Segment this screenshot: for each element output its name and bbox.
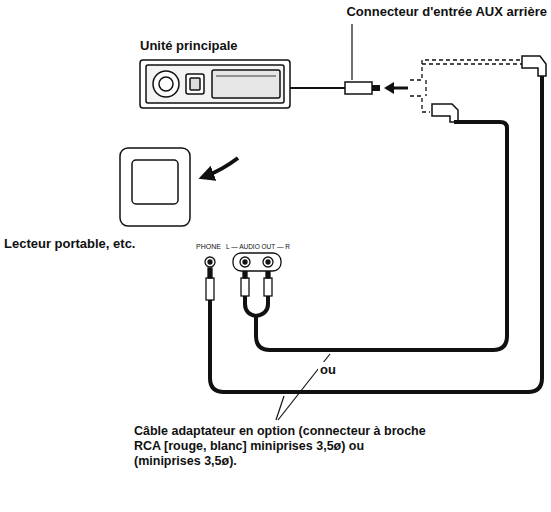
- dashed-plug-outline: [410, 60, 522, 112]
- player-jacks: [205, 253, 281, 271]
- cable-plugs: [206, 268, 272, 300]
- caption-note: Câble adaptateur en option (connecteur à…: [134, 424, 434, 469]
- part-label: Lecteur portable, etc.: [4, 236, 135, 252]
- portable-player: [120, 148, 190, 226]
- connect-arrow: [206, 158, 238, 176]
- head-unit: [140, 60, 290, 108]
- part-label: Unité principale: [140, 38, 238, 54]
- jack-label: PHONE: [196, 243, 221, 251]
- adapter-cables: [210, 76, 542, 392]
- jack-label: L — AUDIO OUT — R: [226, 243, 290, 251]
- insert-arrow: [384, 82, 408, 94]
- connector-label: Connecteur d'entrée AUX arrière: [346, 4, 547, 20]
- aux-input-connector: [290, 24, 380, 94]
- right-angle-plugs: [432, 56, 546, 122]
- or-label: ou: [318, 362, 338, 378]
